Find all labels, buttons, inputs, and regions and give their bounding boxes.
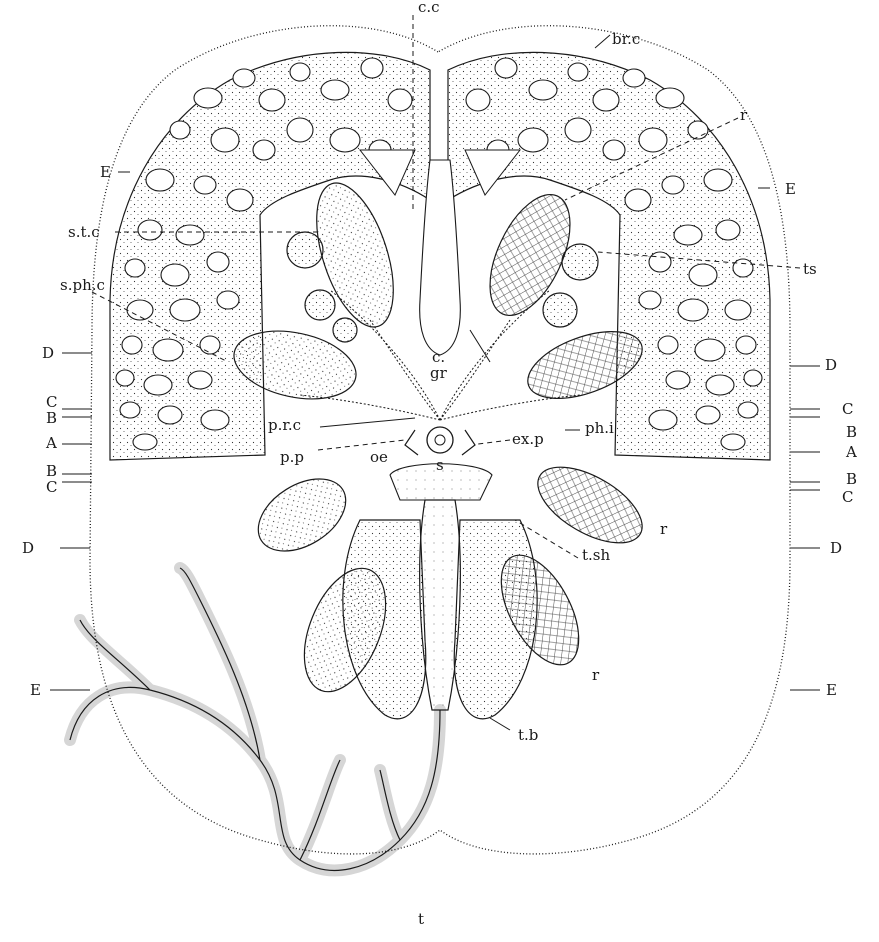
label-tsh: t.sh bbox=[582, 548, 610, 563]
label-d-left-bottom: D bbox=[22, 541, 34, 556]
label-e-left-bottom: E bbox=[30, 683, 41, 698]
label-sphc: s.ph.c bbox=[60, 278, 105, 293]
label-d-right-top: D bbox=[825, 358, 837, 373]
label-c-right-top: C bbox=[842, 402, 853, 417]
label-r-mid: r bbox=[660, 522, 667, 537]
label-t: t bbox=[418, 912, 424, 927]
label-e-left-top: E bbox=[100, 165, 111, 180]
label-c-right-bottom: C bbox=[842, 490, 853, 505]
label-ts: ts bbox=[803, 262, 817, 277]
label-a-left: A bbox=[46, 436, 57, 451]
label-c-left-bottom: C bbox=[46, 480, 57, 495]
label-pp: p.p bbox=[280, 450, 304, 465]
label-b-left-top: B bbox=[46, 411, 57, 426]
label-phi: ph.i bbox=[585, 421, 614, 436]
label-c-center: c. bbox=[432, 350, 445, 365]
label-r-top: r bbox=[740, 108, 747, 123]
label-gr: gr bbox=[430, 366, 447, 381]
label-s: s bbox=[436, 458, 444, 473]
label-a-right: A bbox=[846, 445, 857, 460]
label-b-right-bottom: B bbox=[846, 472, 857, 487]
label-b-left-bottom: B bbox=[46, 464, 57, 479]
label-e-right-bottom: E bbox=[826, 683, 837, 698]
label-prc: p.r.c bbox=[268, 418, 301, 433]
label-brc: br.c bbox=[612, 32, 640, 47]
label-e-right-top: E bbox=[785, 182, 796, 197]
label-d-left-top: D bbox=[42, 346, 54, 361]
label-cc: c.c bbox=[418, 0, 440, 15]
label-d-right-bottom: D bbox=[830, 541, 842, 556]
label-c-left-top: C bbox=[46, 395, 57, 410]
label-oe: oe bbox=[370, 450, 388, 465]
label-r-bottom: r bbox=[592, 668, 599, 683]
label-stc: s.t.c bbox=[68, 225, 100, 240]
label-exp: ex.p bbox=[512, 432, 544, 447]
label-tb: t.b bbox=[518, 728, 538, 743]
label-b-right-top: B bbox=[846, 425, 857, 440]
